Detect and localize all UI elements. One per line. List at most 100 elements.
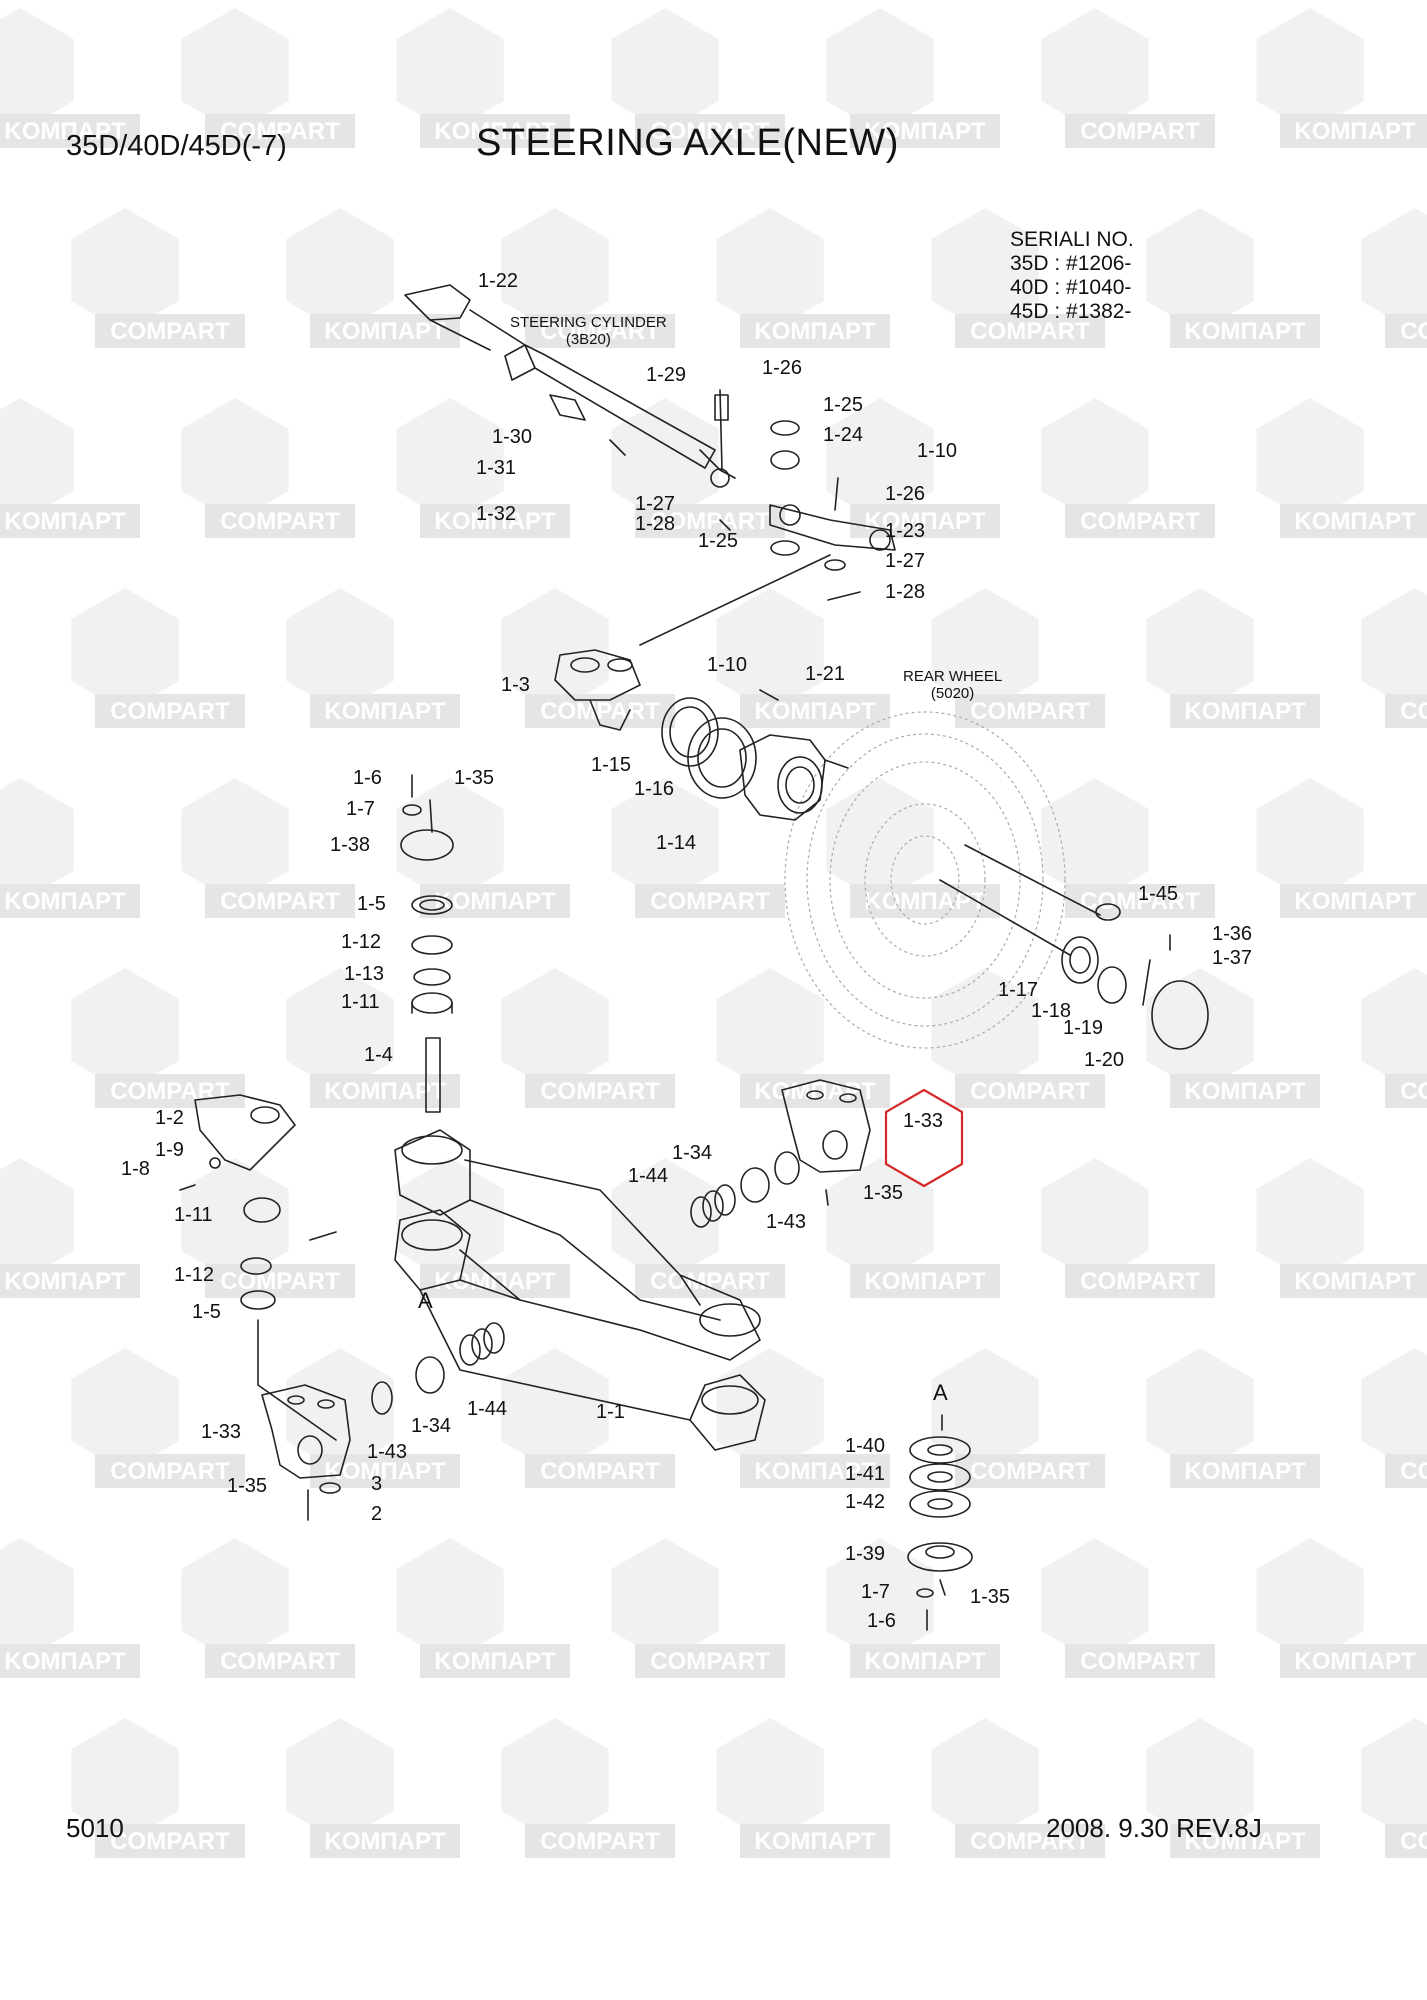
watermark-text: KOMПAPT: [434, 118, 556, 145]
part-label[interactable]: 1-35: [863, 1182, 904, 1204]
part-label[interactable]: 1-4: [364, 1044, 393, 1066]
watermark-text: COMPART: [970, 1828, 1090, 1855]
watermark-band: [1280, 504, 1427, 538]
part-label[interactable]: 1-38: [330, 834, 371, 856]
part-label[interactable]: 1-20: [1084, 1049, 1125, 1071]
part-label[interactable]: 1-21: [805, 663, 846, 685]
part-label[interactable]: 1-43: [367, 1441, 408, 1463]
part-label[interactable]: 1-25: [698, 530, 739, 552]
watermark-band: [1170, 1824, 1320, 1858]
watermark-text: KOMПAPT: [1294, 508, 1416, 535]
page-title: STEERING AXLE(NEW): [476, 122, 899, 164]
watermark-text: COMPART: [970, 318, 1090, 345]
watermark-text: KOMПAPT: [1294, 118, 1416, 145]
part-label[interactable]: 1-31: [476, 457, 517, 479]
watermark-hexagon: [396, 1538, 504, 1662]
watermark-hexagon: [826, 1538, 934, 1662]
part-label[interactable]: 1-30: [492, 426, 533, 448]
watermark-band: [205, 504, 355, 538]
part-label[interactable]: 1-12: [341, 931, 382, 953]
part-label[interactable]: 1-39: [845, 1543, 886, 1565]
part-label[interactable]: 1-7: [861, 1581, 890, 1603]
part-label[interactable]: 1-45: [1138, 883, 1179, 905]
part-label[interactable]: 1-26: [762, 357, 803, 379]
part-label[interactable]: 1-35: [454, 767, 495, 789]
part-label[interactable]: 1-28: [885, 581, 926, 603]
part-label[interactable]: 1-22: [478, 270, 519, 292]
watermark-hexagon: [396, 778, 504, 902]
watermark-hexagon: [501, 588, 609, 712]
part-label[interactable]: 1-18: [1031, 1000, 1072, 1022]
part-label[interactable]: 1-12: [174, 1264, 215, 1286]
part-label[interactable]: 1-7: [346, 798, 375, 820]
watermark-text: COMPART: [1400, 318, 1427, 345]
part-label[interactable]: 2: [371, 1503, 383, 1525]
watermark-hexagon: [1146, 588, 1254, 712]
part-label[interactable]: 1-5: [192, 1301, 221, 1323]
watermark-text: KOMПAPT: [434, 1648, 556, 1675]
watermark-band: [1065, 504, 1215, 538]
watermark-text: KOMПAPT: [4, 1648, 126, 1675]
watermark-band: [525, 1074, 675, 1108]
part-label[interactable]: 1-6: [867, 1610, 896, 1632]
watermark-hexagon: [716, 588, 824, 712]
part-label[interactable]: 1-6: [353, 767, 382, 789]
watermark-hexagon: [1041, 398, 1149, 522]
left-pivot-bracket: [257, 1231, 505, 1521]
part-label[interactable]: 1-27: [635, 493, 676, 515]
watermark-band: [1170, 314, 1320, 348]
watermark-hexagon: [0, 8, 74, 132]
part-label[interactable]: 1-8: [121, 1158, 150, 1180]
watermark-text: COMPART: [220, 118, 340, 145]
part-label[interactable]: 1-14: [656, 832, 697, 854]
part-label[interactable]: 1-16: [634, 778, 675, 800]
watermark-band: [850, 1644, 1000, 1678]
part-label[interactable]: 1-32: [476, 503, 517, 525]
part-label[interactable]: 1-10: [707, 654, 748, 676]
part-label[interactable]: 1-24: [823, 424, 864, 446]
part-label[interactable]: 1-5: [357, 893, 386, 915]
watermark-text: KOMПAPT: [864, 888, 986, 915]
part-label[interactable]: 1-42: [845, 1491, 886, 1513]
part-label[interactable]: 1-2: [155, 1107, 184, 1129]
part-label[interactable]: 1-29: [646, 364, 687, 386]
part-label[interactable]: 1-1: [596, 1401, 625, 1423]
part-label[interactable]: 1-41: [845, 1463, 886, 1485]
part-label[interactable]: 1-44: [628, 1165, 669, 1187]
part-label[interactable]: 1-11: [341, 991, 380, 1013]
part-label[interactable]: 1-33: [201, 1421, 242, 1443]
part-label[interactable]: 1-3: [501, 674, 530, 696]
part-label[interactable]: 1-25: [823, 394, 864, 416]
watermark-text: COMPART: [220, 1268, 340, 1295]
watermark-hexagon: [1041, 1158, 1149, 1282]
part-label[interactable]: 1-43: [766, 1211, 807, 1233]
part-label[interactable]: 1-40: [845, 1435, 886, 1457]
part-label[interactable]: 1-28: [635, 513, 676, 535]
part-label[interactable]: 1-35: [227, 1475, 268, 1497]
part-label[interactable]: 3: [371, 1473, 383, 1495]
part-label[interactable]: 1-15: [591, 754, 632, 776]
part-label[interactable]: 1-36: [1212, 923, 1253, 945]
part-label[interactable]: 1-26: [885, 483, 926, 505]
part-label[interactable]: 1-10: [917, 440, 958, 462]
part-label[interactable]: 1-37: [1212, 947, 1253, 969]
watermark-text: KOMПAPT: [324, 318, 446, 345]
watermark-text: COMPART: [1400, 1458, 1427, 1485]
watermark-band: [955, 1824, 1105, 1858]
highlight-hexagon[interactable]: [884, 1088, 964, 1188]
watermark-text: KOMПAPT: [1184, 1828, 1306, 1855]
part-label[interactable]: 1-11: [174, 1204, 213, 1226]
part-label[interactable]: 1-33: [903, 1110, 944, 1132]
part-label[interactable]: 1-13: [344, 963, 385, 985]
watermark-text: COMPART: [1400, 1828, 1427, 1855]
part-label[interactable]: 1-23: [885, 520, 926, 542]
part-label[interactable]: 1-9: [155, 1139, 184, 1161]
part-label[interactable]: 1-34: [672, 1142, 713, 1164]
part-label[interactable]: 1-17: [998, 979, 1039, 1001]
part-label[interactable]: 1-34: [411, 1415, 452, 1437]
part-label[interactable]: 1-35: [970, 1586, 1011, 1608]
part-label[interactable]: 1-27: [885, 550, 926, 572]
part-label[interactable]: 1-44: [467, 1398, 508, 1420]
rear-wheel-note: REAR WHEEL (5020): [903, 668, 1002, 702]
part-label[interactable]: 1-19: [1063, 1017, 1104, 1039]
